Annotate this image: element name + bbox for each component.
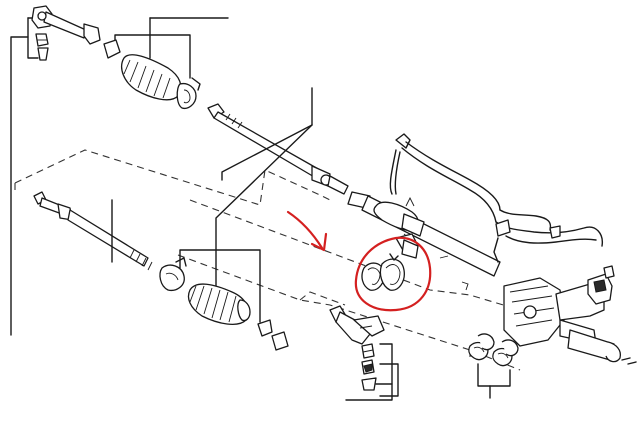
lower-tie-rod-callout [345, 343, 399, 401]
lower-inner-tie-rod [33, 191, 153, 271]
red-annotation [286, 210, 432, 312]
upper-rod-callout [215, 87, 313, 251]
upper-inner-tie-rod [207, 103, 349, 195]
assembly-boundary-dashed [14, 149, 521, 371]
hydraulic-pipes [389, 133, 603, 263]
annotation-arrow-shaft [286, 210, 324, 250]
left-callout-bracket [10, 17, 39, 336]
outer-tie-rod-end-top [31, 5, 101, 61]
rack-housing [347, 191, 501, 291]
lower-rack-boot [159, 257, 289, 351]
pinion-valve-body [503, 265, 637, 365]
pinion-seal-rings [468, 333, 519, 399]
annotation-arrow-head [310, 232, 328, 252]
outer-tie-rod-end-bottom [329, 305, 385, 391]
top-rack-boot [103, 39, 201, 110]
rack-bushing-pair [361, 233, 419, 291]
annotation-circle [354, 236, 432, 312]
